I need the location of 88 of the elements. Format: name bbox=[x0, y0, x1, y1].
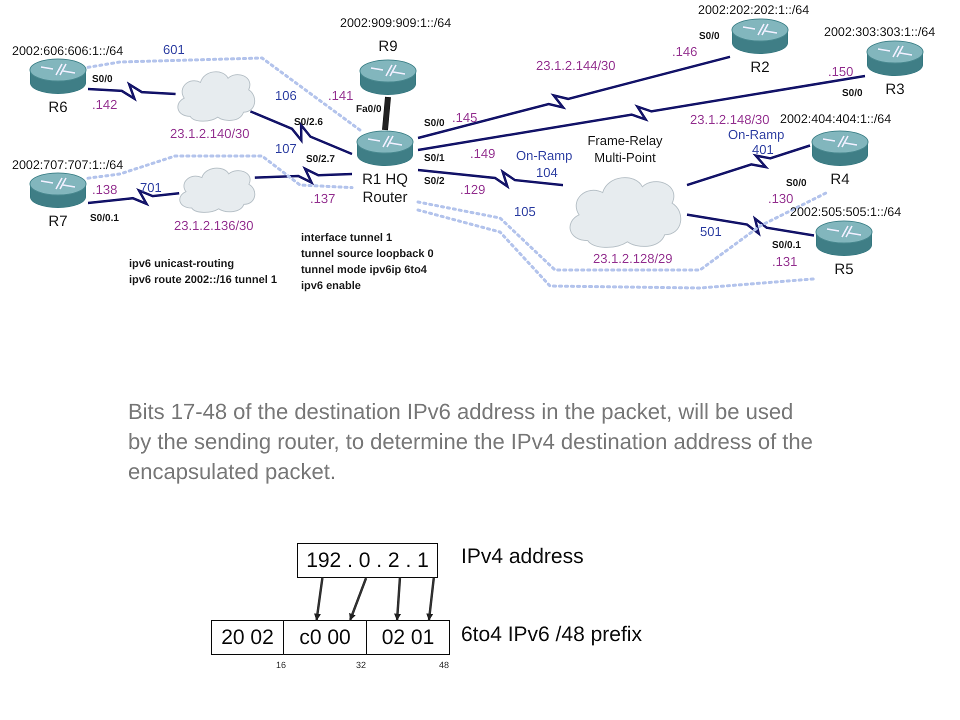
ipv6-prefix-label: 2002:404:404:1::/64 bbox=[780, 112, 892, 126]
serial-link bbox=[88, 81, 176, 102]
dlci-label: On-Ramp bbox=[728, 127, 784, 142]
arrow bbox=[314, 578, 324, 621]
router-name: R3 bbox=[884, 81, 906, 99]
config-command: tunnel mode ipv6ip 6to4 bbox=[301, 264, 427, 276]
interface-label: S0/2 bbox=[424, 176, 445, 187]
config-command: interface tunnel 1 bbox=[301, 232, 392, 244]
explanation-text: Bits 17-48 of the destination IPv6 address in the packet, will be used by the sending router, to determine the IPv4 destination address of the encapsulated packet. bbox=[128, 398, 814, 486]
interface-label: S0/0 bbox=[92, 74, 113, 85]
dlci-label: 107 bbox=[275, 141, 297, 156]
field-caption: IPv4 address bbox=[461, 545, 584, 569]
router-name: R4 bbox=[829, 171, 851, 189]
interface-label: S0/0 bbox=[424, 118, 445, 129]
ip-address-label: .130 bbox=[768, 191, 794, 206]
bit-position: 32 bbox=[356, 660, 366, 670]
ipv6-prefix-label: 2002:707:707:1::/64 bbox=[12, 158, 124, 172]
ip-address-label: .149 bbox=[470, 146, 496, 161]
bit-position: 48 bbox=[439, 660, 450, 670]
router-name: R9 bbox=[377, 38, 399, 56]
arrow bbox=[426, 578, 436, 621]
cloud-title: Frame-Relay Multi-Point bbox=[586, 132, 664, 167]
router-name: R6 bbox=[47, 99, 69, 117]
interface-label: S0/0 bbox=[786, 178, 807, 189]
arrow bbox=[349, 578, 368, 621]
prefix-cell: 20 02 bbox=[211, 620, 284, 655]
subnet-label: 23.1.2.140/30 bbox=[170, 126, 250, 141]
dlci-label: 501 bbox=[700, 224, 722, 239]
virtual-circuit-line bbox=[86, 154, 354, 190]
ip-address-label: 23.1.2.144/30 bbox=[536, 58, 616, 73]
interface-label: S0/2.6 bbox=[294, 117, 323, 128]
interface-label: S0/0.1 bbox=[90, 213, 119, 224]
router-name: R1 HQ Router bbox=[361, 171, 409, 207]
ipv6-prefix-label: 2002:202:202:1::/64 bbox=[698, 3, 810, 17]
serial-link bbox=[250, 110, 352, 156]
dlci-label: On-Ramp bbox=[516, 148, 572, 163]
ip-address-label: .142 bbox=[92, 97, 118, 112]
config-command: tunnel source loopback 0 bbox=[301, 248, 434, 260]
ip-address-label: .131 bbox=[772, 254, 798, 269]
prefix-cell: 02 01 bbox=[366, 620, 450, 655]
field-caption: 6to4 IPv6 /48 prefix bbox=[461, 623, 642, 647]
ip-address-label: .138 bbox=[92, 182, 118, 197]
prefix-cell: c0 00 bbox=[283, 620, 367, 655]
virtual-circuit-line bbox=[416, 190, 830, 272]
arrow bbox=[394, 578, 402, 621]
interface-label: S0/1 bbox=[424, 153, 445, 164]
serial-link bbox=[686, 213, 814, 237]
interface-label: S0/2.7 bbox=[306, 154, 335, 165]
ipv6-prefix-label: 2002:909:909:1::/64 bbox=[340, 16, 452, 30]
serial-link bbox=[254, 166, 352, 186]
ip-address-label: .137 bbox=[310, 191, 336, 206]
router-name: R5 bbox=[833, 261, 855, 279]
interface-label: S0/0.1 bbox=[772, 240, 801, 251]
dlci-label: 106 bbox=[275, 88, 297, 103]
address-box: 192 . 0 . 2 . 1 bbox=[297, 543, 438, 578]
router-name: R2 bbox=[749, 59, 771, 77]
dlci-label: 601 bbox=[163, 42, 185, 57]
subnet-label: 23.1.2.128/29 bbox=[593, 251, 673, 266]
ipv6-prefix-label: 2002:505:505:1::/64 bbox=[790, 205, 902, 219]
ip-address-label: .146 bbox=[672, 44, 698, 59]
serial-link bbox=[418, 56, 730, 140]
ip-address-label: 23.1.2.148/30 bbox=[690, 112, 770, 127]
ip-address-label: .150 bbox=[828, 64, 854, 79]
ip-address-label: .145 bbox=[452, 110, 478, 125]
router-name: R7 bbox=[47, 213, 69, 231]
ip-address-label: .129 bbox=[460, 182, 486, 197]
ipv6-prefix-label: 2002:303:303:1::/64 bbox=[824, 25, 936, 39]
ethernet-link bbox=[382, 96, 391, 130]
interface-label: S0/0 bbox=[842, 88, 863, 99]
virtual-circuit-line bbox=[416, 208, 816, 290]
config-command: ipv6 enable bbox=[301, 280, 361, 292]
dlci-label: 701 bbox=[140, 180, 162, 195]
ipv6-prefix-label: 2002:606:606:1::/64 bbox=[12, 44, 124, 58]
dlci-label: 401 bbox=[752, 142, 774, 157]
ip-address-label: .141 bbox=[328, 88, 354, 103]
bit-position: 16 bbox=[276, 660, 286, 670]
dlci-label: 105 bbox=[514, 204, 536, 219]
serial-link bbox=[88, 188, 180, 206]
config-command: ipv6 route 2002::/16 tunnel 1 bbox=[129, 274, 277, 286]
serial-link bbox=[418, 74, 866, 152]
dlci-label: 104 bbox=[536, 165, 558, 180]
virtual-circuit-line bbox=[86, 56, 362, 132]
config-command: ipv6 unicast-routing bbox=[129, 258, 234, 270]
interface-label: Fa0/0 bbox=[356, 104, 382, 115]
serial-link bbox=[686, 144, 810, 186]
interface-label: S0/0 bbox=[699, 31, 720, 42]
subnet-label: 23.1.2.136/30 bbox=[174, 218, 254, 233]
serial-link bbox=[418, 168, 564, 190]
